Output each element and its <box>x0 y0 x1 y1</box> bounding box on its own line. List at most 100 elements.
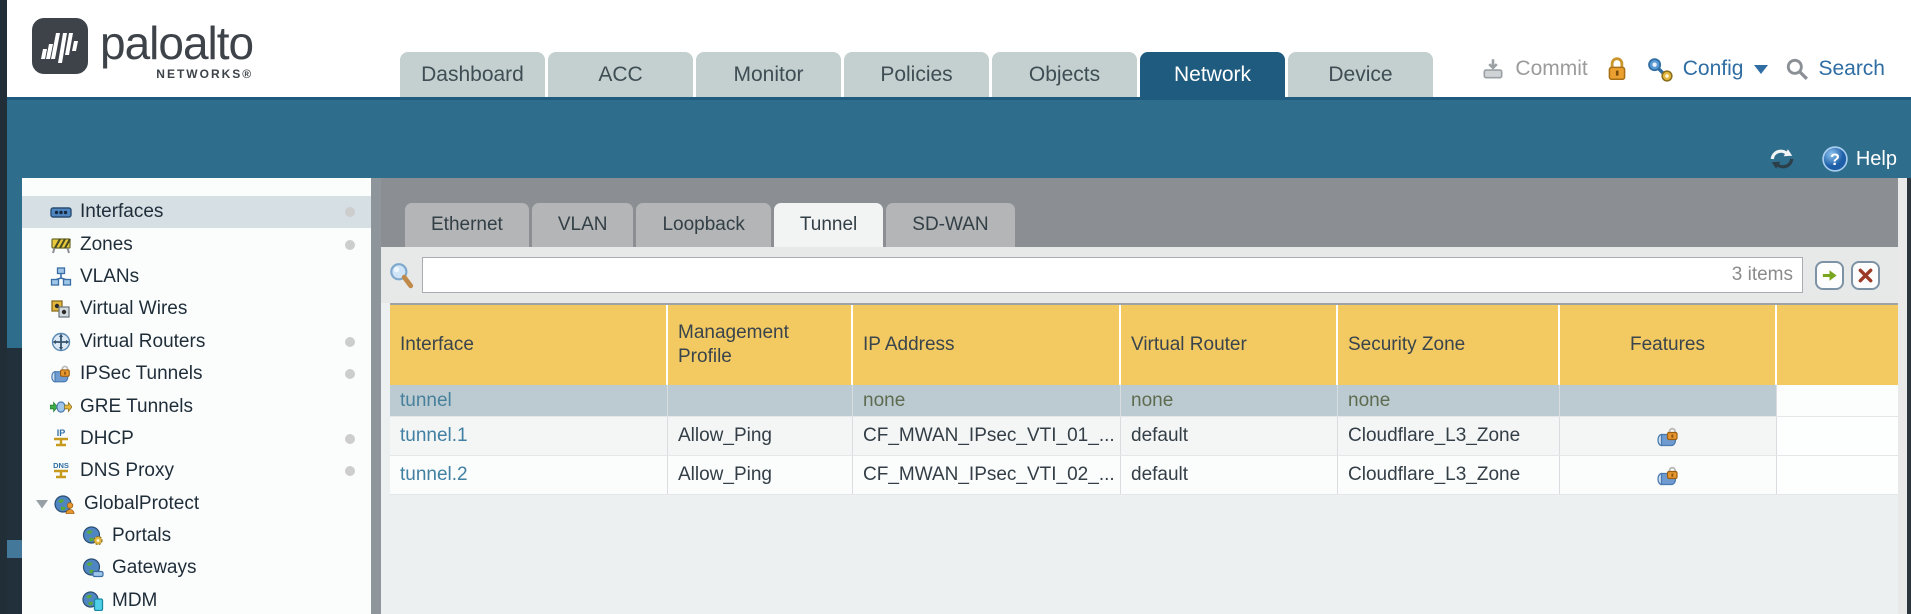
cell-management-profile: Allow_Ping <box>668 417 853 455</box>
cell-interface[interactable]: tunnel.1 <box>390 417 668 455</box>
cell-features[interactable] <box>1560 417 1777 455</box>
apply-filter-button[interactable] <box>1815 260 1844 290</box>
cell-security-zone: Cloudflare_L3_Zone <box>1338 456 1560 494</box>
subtab-vlan[interactable]: VLAN <box>531 203 634 247</box>
sidebar-item-gateways[interactable]: Gateways <box>22 552 371 584</box>
subtab-tunnel[interactable]: Tunnel <box>773 203 884 247</box>
clear-filter-x-icon <box>1857 267 1874 284</box>
cell-ip-address: none <box>853 385 1121 416</box>
cell-interface[interactable]: tunnel.2 <box>390 456 668 494</box>
tab-acc[interactable]: ACC <box>548 52 693 97</box>
page-scrollbar[interactable] <box>1898 178 1911 614</box>
sidebar-item-label: Gateways <box>112 557 197 579</box>
left-edge-strip <box>0 0 7 614</box>
filter-input[interactable] <box>422 257 1803 293</box>
config-icon[interactable] <box>1646 56 1674 82</box>
portals-icon <box>82 526 104 546</box>
tab-monitor[interactable]: Monitor <box>696 52 841 97</box>
sidebar-item-dns-proxy[interactable]: DNS DNS Proxy <box>22 455 371 487</box>
cell-interface[interactable]: tunnel <box>390 385 668 416</box>
cell-management-profile: Allow_Ping <box>668 456 853 494</box>
sidebar-item-gre-tunnels[interactable]: GRE Tunnels <box>22 390 371 422</box>
sidebar-item-label: DHCP <box>80 427 134 449</box>
dns-proxy-icon: DNS <box>50 460 72 482</box>
clear-filter-button[interactable] <box>1851 260 1880 290</box>
sidebar-item-virtual-routers[interactable]: Virtual Routers <box>22 326 371 358</box>
caret-down-icon[interactable] <box>1754 64 1769 74</box>
subtab-loopback[interactable]: Loopback <box>636 203 771 247</box>
sidebar-item-label: GlobalProtect <box>84 492 200 514</box>
help-icon[interactable]: ? <box>1822 146 1848 172</box>
virtual-wires-icon <box>50 299 72 319</box>
refresh-icon[interactable] <box>1768 147 1796 171</box>
sidebar-scrollbar[interactable] <box>371 178 381 614</box>
sidebar-item-label: IPSec Tunnels <box>80 363 203 385</box>
subtab-sd-wan[interactable]: SD-WAN <box>886 203 1015 247</box>
tab-device[interactable]: Device <box>1288 52 1433 97</box>
cell-spacer <box>1777 456 1898 494</box>
tab-network[interactable]: Network <box>1140 52 1285 97</box>
sidebar-item-label: DNS Proxy <box>80 460 174 482</box>
paloalto-logo-icon <box>32 18 88 74</box>
sidebar-item-label: GRE Tunnels <box>80 395 193 417</box>
gre-tunnels-icon <box>50 397 72 417</box>
sidebar-item-zones[interactable]: Zones <box>22 228 371 260</box>
sidebar-item-mdm[interactable]: MDM <box>22 585 371 614</box>
sidebar-item-interfaces[interactable]: Interfaces <box>22 196 371 229</box>
secondary-toolbar: ? Help <box>0 100 1911 178</box>
header-actions: Commit Config <box>1480 56 1885 82</box>
filter-input-wrap: 3 items <box>422 257 1803 293</box>
tunnel-lock-icon <box>1656 465 1680 486</box>
sidebar-item-virtual-wires[interactable]: Virtual Wires <box>22 293 371 325</box>
search-button[interactable]: Search <box>1818 57 1885 80</box>
svg-text:IP: IP <box>57 428 66 438</box>
cell-management-profile <box>668 385 853 416</box>
sidebar-item-vlans[interactable]: VLANs <box>22 261 371 293</box>
logo-sub: NETWORKS® <box>156 66 254 81</box>
search-icon[interactable] <box>1785 57 1809 81</box>
help-label[interactable]: Help <box>1855 147 1897 170</box>
column-header-interface[interactable]: Interface <box>390 305 668 385</box>
commit-button[interactable]: Commit <box>1515 57 1588 80</box>
left-scrollbar-thumb[interactable] <box>7 540 22 558</box>
gateways-icon <box>82 558 104 578</box>
config-button[interactable]: Config <box>1682 57 1744 80</box>
sidebar-item-label: Interfaces <box>80 201 164 223</box>
sidebar-item-label: MDM <box>112 589 158 611</box>
column-header-management-profile[interactable]: Management Profile <box>668 305 853 385</box>
column-header-virtual-router[interactable]: Virtual Router <box>1121 305 1338 385</box>
tab-dashboard[interactable]: Dashboard <box>400 52 545 97</box>
column-header-spacer <box>1777 305 1898 385</box>
virtual-routers-icon <box>50 332 72 352</box>
tab-policies[interactable]: Policies <box>844 52 989 97</box>
column-header-security-zone[interactable]: Security Zone <box>1338 305 1560 385</box>
vlans-icon <box>50 267 72 287</box>
sidebar-item-globalprotect[interactable]: GlobalProtect <box>22 488 371 520</box>
commit-icon[interactable] <box>1480 56 1506 82</box>
cell-features <box>1560 385 1777 416</box>
sidebar-item-label: Zones <box>80 233 133 255</box>
status-dot <box>345 466 355 477</box>
subtab-ethernet[interactable]: Ethernet <box>405 203 529 247</box>
cell-features[interactable] <box>1560 456 1777 494</box>
items-count: 3 items <box>1731 264 1793 285</box>
column-header-ip-address[interactable]: IP Address <box>853 305 1121 385</box>
logo-text: paloalto NETWORKS® <box>100 18 254 81</box>
tab-objects[interactable]: Objects <box>992 52 1137 97</box>
sidebar-item-portals[interactable]: Portals <box>22 520 371 552</box>
cell-ip-address: CF_MWAN_IPsec_VTI_01_... <box>853 417 1121 455</box>
zones-icon <box>50 235 72 255</box>
sidebar-item-dhcp[interactable]: IP DHCP <box>22 423 371 455</box>
lock-icon[interactable] <box>1605 56 1629 82</box>
sidebar-item-ipsec-tunnels[interactable]: IPSec Tunnels <box>22 358 371 390</box>
column-header-features[interactable]: Features <box>1560 305 1777 385</box>
interfaces-icon <box>50 202 72 222</box>
